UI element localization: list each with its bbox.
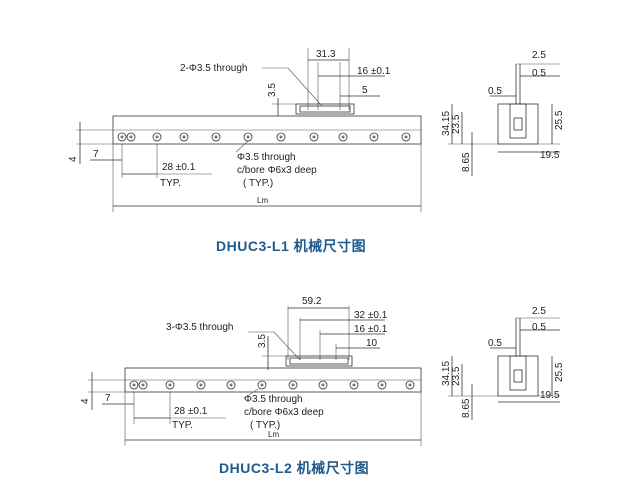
l2-side-dim-0-5b: 0.5 <box>488 338 502 349</box>
l1-hole-row <box>117 132 411 142</box>
l2-note-line1: Φ3.5 through <box>244 394 303 405</box>
l1-side-dim-23-5: 23.5 <box>451 114 462 134</box>
l1-side-dim-25-5: 25.5 <box>554 110 565 130</box>
l2-dim-7: 7 <box>105 393 111 404</box>
l1-typ: TYP. <box>160 178 181 189</box>
l1-caption: DHUC3-L1 机械尺寸图 <box>216 238 366 254</box>
l1-side-dim-0-5a: 0.5 <box>532 68 546 79</box>
l1-side-dim-2-5: 2.5 <box>532 50 546 61</box>
l1-dim-4: 4 <box>68 156 79 162</box>
l2-side-dim-19-5: 19.5 <box>540 390 560 401</box>
l2-side-dim-25-5: 25.5 <box>554 362 565 382</box>
l1-side-view: 2.5 0.5 0.5 34.15 23.5 25.5 8.65 19.5 <box>441 50 565 176</box>
l2-typ: TYP. <box>172 420 193 431</box>
l1-dim-28: 28 ±0.1 <box>162 162 196 173</box>
l1-side-dim-8-65: 8.65 <box>461 152 472 172</box>
l1-note-line3: ( TYP.) <box>243 178 273 189</box>
l1-side-dim-0-5b: 0.5 <box>488 86 502 97</box>
l1-side-dim-34-15: 34.15 <box>441 111 452 136</box>
l2-note-line2: c/bore Φ6x3 deep <box>244 407 324 418</box>
l2-caption: DHUC3-L2 机械尺寸图 <box>219 460 369 476</box>
l2-dim-3-5: 3.5 <box>257 334 268 348</box>
l1-dim-3-5: 3.5 <box>267 83 278 97</box>
l2-side-view: 2.5 0.5 0.5 34.15 23.5 25.5 8.65 19.5 <box>441 306 565 420</box>
l2-side-dim-34-15: 34.15 <box>441 361 452 386</box>
l2-note-line3: ( TYP.) <box>250 420 280 431</box>
l1-dim-7: 7 <box>93 149 99 160</box>
l2-callout-holes: 3-Φ3.5 through <box>166 322 233 333</box>
l2-side-dim-0-5a: 0.5 <box>532 322 546 333</box>
l1-side-dim-19-5: 19.5 <box>540 150 560 161</box>
l2-side-dim-2-5: 2.5 <box>532 306 546 317</box>
l1-dim-16: 16 ±0.1 <box>357 66 391 77</box>
l2-dim-32: 32 ±0.1 <box>354 310 388 321</box>
l2-front-view: 3-Φ3.5 through 59.2 32 ±0.1 16 ±0.1 10 3… <box>80 296 422 446</box>
l2-dim-4: 4 <box>80 398 91 404</box>
l1-callout-holes: 2-Φ3.5 through <box>180 63 247 74</box>
l1-dim-5: 5 <box>362 85 368 96</box>
l2-dim-lm: Lm <box>268 430 279 439</box>
l2-side-dim-23-5: 23.5 <box>451 366 462 386</box>
l1-note-line1: Φ3.5 through <box>237 152 296 163</box>
l2-dim-59-2: 59.2 <box>302 296 322 307</box>
l2-side-dim-8-65: 8.65 <box>461 398 472 418</box>
l2-hole-row <box>129 380 415 390</box>
l1-dim-lm: Lm <box>257 196 268 205</box>
l1-front-view: 2-Φ3.5 through 31.3 16 ±0.1 5 3.5 4 7 28… <box>68 48 422 212</box>
l2-dim-10: 10 <box>366 338 378 349</box>
l1-note-line2: c/bore Φ6x3 deep <box>237 165 317 176</box>
l1-dim-31-3: 31.3 <box>316 49 336 60</box>
l2-dim-28: 28 ±0.1 <box>174 406 208 417</box>
l2-dim-16: 16 ±0.1 <box>354 324 388 335</box>
